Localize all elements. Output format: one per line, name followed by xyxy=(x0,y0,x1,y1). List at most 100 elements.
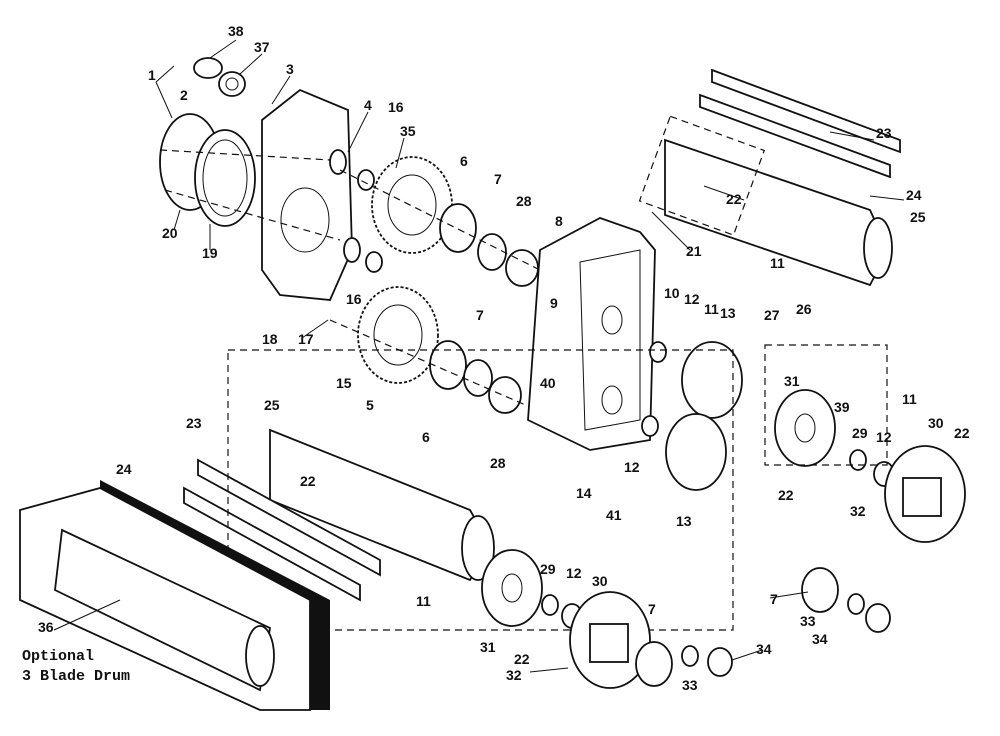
part-38-cap xyxy=(193,57,223,79)
label-29-right: 29 xyxy=(852,425,868,441)
label-3: 3 xyxy=(286,61,294,77)
label-17: 17 xyxy=(298,331,314,347)
label-1: 1 xyxy=(148,67,156,83)
lower-drum xyxy=(183,349,734,631)
label-26: 26 xyxy=(796,301,812,317)
label-6-upper: 6 xyxy=(460,153,468,169)
label-24-upper: 24 xyxy=(906,187,922,203)
part-28-bearing xyxy=(505,249,539,287)
label-30-right: 30 xyxy=(928,415,944,431)
label-29-lower: 29 xyxy=(540,561,556,577)
part-7-bearing xyxy=(477,233,507,271)
label-33-right: 33 xyxy=(800,613,816,629)
label-11-mid: 11 xyxy=(704,301,719,317)
label-23-lower: 23 xyxy=(186,415,202,431)
label-7-right-bottom: 7 xyxy=(770,591,778,607)
label-16-upper: 16 xyxy=(388,99,404,115)
label-16-lower: 16 xyxy=(346,291,362,307)
label-33-lower: 33 xyxy=(682,677,698,693)
label-10: 10 xyxy=(664,285,680,301)
central-gearbox-housing xyxy=(527,217,743,491)
label-28-lower: 28 xyxy=(490,455,506,471)
label-14: 14 xyxy=(576,485,592,501)
part-13-flange-lower xyxy=(665,413,727,491)
label-22-right: 22 xyxy=(778,487,794,503)
part-7-bearing-right xyxy=(801,567,839,613)
part-37-seal xyxy=(218,71,246,97)
label-20: 20 xyxy=(162,225,178,241)
part-5-gear xyxy=(357,286,439,384)
part-23-blade-lower xyxy=(197,458,381,577)
label-23-upper: 23 xyxy=(876,125,892,141)
cover-plate-assembly xyxy=(159,57,353,301)
caption-line-1: Optional xyxy=(22,648,94,665)
label-22-lower: 22 xyxy=(300,473,316,489)
part-35-gear xyxy=(371,156,453,254)
upper-gear-train xyxy=(329,149,561,287)
label-27: 27 xyxy=(764,307,780,323)
label-7-upper: 7 xyxy=(494,171,502,187)
part-6-hub-lower xyxy=(429,340,467,390)
part-3-housing-cover xyxy=(261,88,353,301)
label-31-right: 31 xyxy=(784,373,800,389)
part-24-blade xyxy=(699,93,891,179)
label-12-bottom: 12 xyxy=(566,565,582,581)
label-41: 41 xyxy=(606,507,622,523)
caption-line-2: 3 Blade Drum xyxy=(22,668,130,685)
label-6-lower: 6 xyxy=(422,429,430,445)
label-9: 9 xyxy=(550,295,558,311)
label-22-far-right: 22 xyxy=(954,425,970,441)
label-24-lower: 24 xyxy=(116,461,132,477)
label-7-bottom: 7 xyxy=(648,601,656,617)
label-28-upper: 28 xyxy=(516,193,532,209)
label-13-lower: 13 xyxy=(676,513,692,529)
upper-right-drum xyxy=(638,68,901,287)
label-39: 39 xyxy=(834,399,850,415)
part-36-drum xyxy=(54,528,271,692)
label-8: 8 xyxy=(555,213,563,229)
leader-lines xyxy=(53,39,905,673)
label-18: 18 xyxy=(262,331,278,347)
label-4: 4 xyxy=(364,97,372,113)
part-23-blade xyxy=(711,68,901,154)
lower-gear-train xyxy=(329,237,561,421)
lower-rotor-assembly xyxy=(481,549,733,689)
part-8-housing xyxy=(527,217,656,451)
label-5: 5 xyxy=(366,397,374,413)
label-34-right: 34 xyxy=(812,631,828,647)
label-11-right: 11 xyxy=(902,391,917,407)
part-13-flange-upper xyxy=(681,341,743,419)
label-15: 15 xyxy=(336,375,352,391)
label-40: 40 xyxy=(540,375,556,391)
label-34-lower: 34 xyxy=(756,641,772,657)
label-30-lower: 30 xyxy=(592,573,608,589)
label-12-lower: 12 xyxy=(624,459,640,475)
part-31-disc xyxy=(774,389,836,467)
label-7-lower: 7 xyxy=(476,307,484,323)
label-38: 38 xyxy=(228,23,244,39)
label-36: 36 xyxy=(38,619,54,635)
label-11-lower: 11 xyxy=(416,593,431,609)
label-22-bottom: 22 xyxy=(514,651,530,667)
label-2: 2 xyxy=(180,87,188,103)
label-35: 35 xyxy=(400,123,416,139)
part-31-disc-lower xyxy=(481,549,543,627)
label-31-lower: 31 xyxy=(480,639,496,655)
label-21: 21 xyxy=(686,243,702,259)
label-37: 37 xyxy=(254,39,270,55)
part-19-gasket xyxy=(194,129,256,227)
right-rotor-assembly xyxy=(764,344,966,633)
label-32-right: 32 xyxy=(850,503,866,519)
label-19: 19 xyxy=(202,245,218,261)
label-11-upper: 11 xyxy=(770,255,785,271)
label-25-lower: 25 xyxy=(264,397,280,413)
part-6-hub xyxy=(439,203,477,253)
label-25-upper: 25 xyxy=(910,209,926,225)
label-32-lower: 32 xyxy=(506,667,522,683)
label-12-upper: 12 xyxy=(684,291,700,307)
label-12-right: 12 xyxy=(876,429,892,445)
label-22-upper: 22 xyxy=(726,191,742,207)
optional-drum-inset xyxy=(19,480,330,711)
label-13-upper: 13 xyxy=(720,305,736,321)
